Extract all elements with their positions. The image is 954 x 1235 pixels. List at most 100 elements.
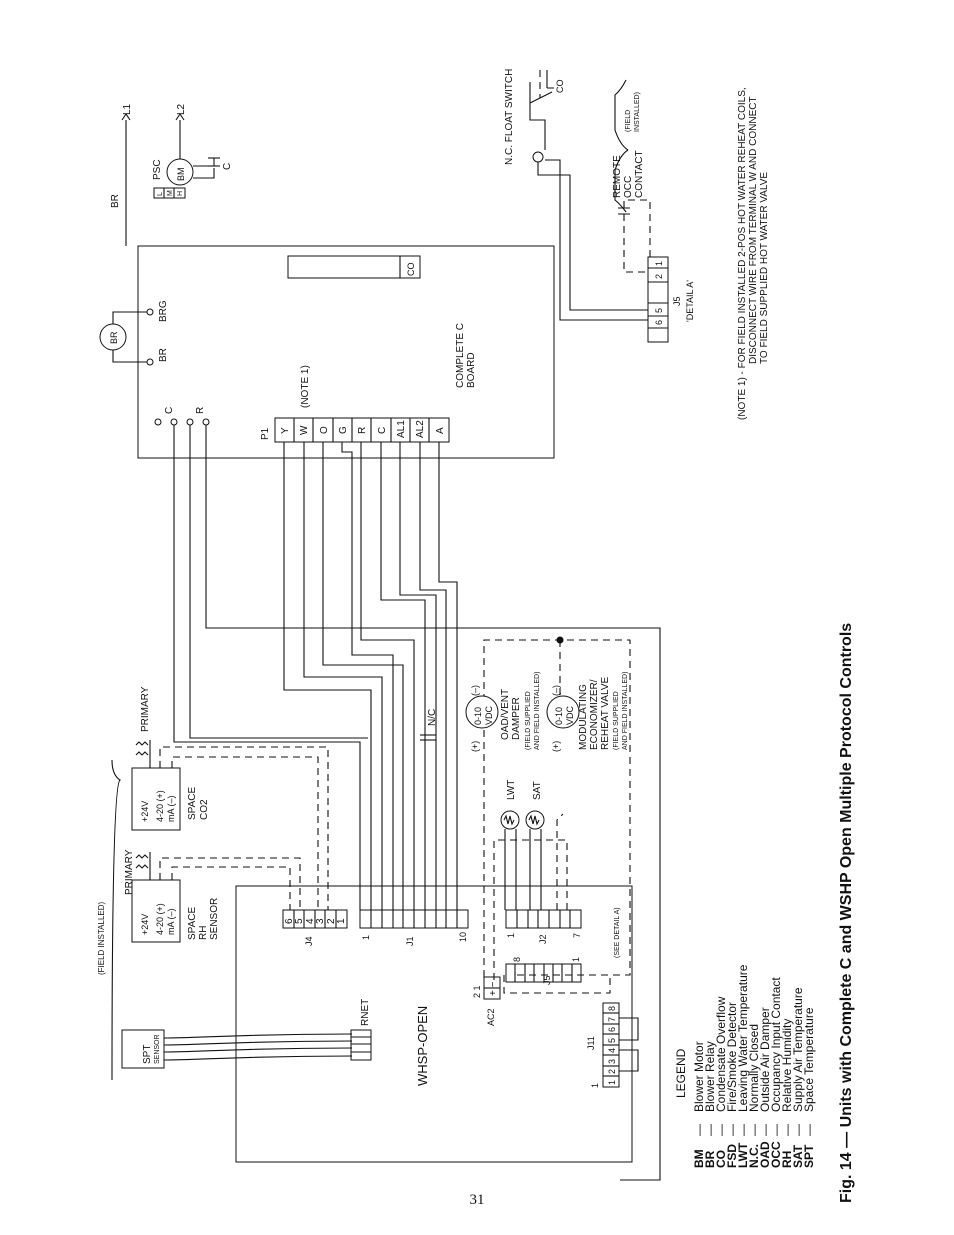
j4-pin-5: 5: [294, 918, 305, 924]
legend-item: BR — Blower Relay: [703, 1041, 717, 1168]
remote-occ-contact: REMOTE OCC CONTACT (FIELD INSTALLED): [612, 79, 651, 273]
p1-terminal-o: O: [319, 426, 330, 434]
j2-connector: 1 7 J2: [505, 909, 582, 944]
legend-item: OCC — Occupancy Input Contact: [769, 977, 783, 1168]
j4-label: J4: [304, 936, 314, 946]
lwt-sensor: LWT: [500, 780, 520, 910]
mod-line4: (FIELD SUPPLIED: [613, 691, 620, 750]
j11-pin-2: 2: [607, 1069, 617, 1074]
float-switch-label: N.C. FLOAT SWITCH: [504, 69, 515, 165]
mod-plus: (+): [551, 741, 561, 752]
spt-label: SPT: [142, 1045, 153, 1064]
j11-pin-8: 8: [607, 1006, 617, 1011]
legend-dash: —: [791, 1124, 805, 1136]
legend-abbr: OCC: [769, 1141, 783, 1168]
legend-desc: Relative Humidity: [780, 1019, 794, 1112]
legend-desc: Fire/Smoke Detector: [725, 1002, 739, 1112]
p1-terminal-r: R: [357, 427, 368, 434]
mod-line5: AND FIELD INSTALLED): [622, 672, 629, 750]
co-connector: [287, 255, 421, 279]
p1-j1-wires: [283, 442, 458, 910]
p1-terminal-w: W: [299, 425, 310, 435]
legend-dash: —: [758, 1124, 772, 1136]
p1-terminal-strip: Y W O G R C AL1 AL2 A P1: [260, 417, 450, 443]
field-installed-brace: [111, 759, 122, 1081]
contact-label: CONTACT: [634, 150, 645, 198]
j1-first-pin: 1: [361, 935, 371, 940]
l2-label: L2: [176, 103, 187, 115]
j11-pin-6: 6: [607, 1027, 617, 1032]
legend-item: RH — Relative Humidity: [780, 1019, 794, 1168]
float-switch: N.C. FLOAT SWITCH CO: [504, 69, 600, 321]
legend-item: SPT — Space Temperature: [802, 1007, 816, 1168]
j5-detail-pin-6: 6: [654, 320, 664, 325]
terminal-c-label: C: [164, 407, 175, 414]
oad-line2: DAMPER: [511, 697, 522, 740]
mod-line3: REHEAT VALVE: [600, 676, 611, 750]
legend-abbr: OAD: [758, 1141, 772, 1168]
oad-minus: (–): [470, 685, 480, 696]
oad-line3: (FIELD SUPPLIED: [525, 691, 532, 750]
co2-sensor: +24V 4-20 (+) mA (–) SPACE CO2 PRIMARY: [131, 686, 210, 831]
j5-label: J5: [542, 975, 552, 985]
br-relay-label: BR: [109, 331, 119, 344]
p1-terminal-y: Y: [280, 427, 291, 434]
j5-first-pin: 8: [512, 957, 522, 962]
note1-ref: (NOTE 1): [300, 365, 311, 408]
spt-sensor: SPT SENSOR: [121, 1029, 353, 1069]
motor-h: H: [177, 191, 184, 196]
j1-connector: 1 10 J1: [359, 909, 469, 946]
j11-pin-3: 3: [607, 1059, 617, 1064]
co2-name2: CO2: [199, 799, 210, 820]
motor-m: M: [167, 190, 174, 196]
legend-abbr: RH: [780, 1151, 794, 1168]
legend-abbr: BM: [692, 1149, 706, 1168]
oad-plus: (+): [470, 741, 480, 752]
j5-detail-pin-1: 1: [654, 261, 664, 266]
legend-abbr: BR: [703, 1150, 717, 1168]
br-wire-label: BR: [110, 194, 121, 208]
field-installed-label: (FIELD INSTALLED): [97, 901, 106, 975]
p1-terminal-al2: AL2: [415, 420, 426, 438]
j11-pin-7: 7: [607, 1017, 617, 1022]
legend-dash: —: [725, 1124, 739, 1136]
p1-terminal-g: G: [338, 426, 349, 434]
legend-desc: Occupancy Input Contact: [769, 977, 783, 1112]
rh-sensor: +24V 4-20 (+) mA (–) SPACE RH SENSOR PRI…: [124, 849, 220, 943]
legend-desc: Space Temperature: [802, 1007, 816, 1112]
j4-pin-3: 3: [315, 918, 326, 924]
legend-item: FSD — Fire/Smoke Detector: [725, 1002, 739, 1168]
bm-label: BM: [176, 168, 186, 182]
rh-name3: SENSOR: [209, 898, 220, 940]
br-left-label: BR: [158, 348, 169, 362]
whsp-open-board: [235, 885, 633, 1163]
mod-line1: MODULATING: [578, 684, 589, 750]
ac2-pins: 2 1: [472, 985, 482, 998]
l1-label: L1: [122, 103, 133, 115]
rnet-connector: RNET: [350, 999, 372, 1061]
legend-abbr: SAT: [791, 1144, 805, 1168]
complete-c-line2: BOARD: [466, 352, 477, 388]
legend-abbr: SPT: [802, 1144, 816, 1168]
legend-desc: Leaving Water Temperature: [736, 964, 750, 1112]
modulating-economizer: 0-10 VDC (+) (–) MODULATING ECONOMIZER/ …: [546, 672, 629, 752]
note-line1: (NOTE 1) - FOR FIELD INSTALLED 2-POS HOT…: [737, 87, 748, 420]
j5-detail-pin-2: 2: [654, 274, 664, 279]
remote-label: REMOTE: [612, 155, 623, 198]
terminal-r-label: R: [195, 407, 206, 414]
j4-pin-6: 6: [284, 918, 295, 924]
oad-unit: VDC: [484, 705, 494, 725]
legend-abbr: LWT: [736, 1142, 750, 1168]
rh-ma2: mA (–): [166, 908, 176, 935]
oad-line1: OAD/VENT: [500, 689, 511, 740]
spt-sub-label: SENSOR: [154, 1034, 161, 1064]
page-number: 31: [469, 1192, 485, 1208]
legend-dash: —: [780, 1124, 794, 1136]
legend-abbr: CO: [714, 1150, 728, 1168]
mod-line2: ECONOMIZER/: [589, 679, 600, 750]
field-installed-1: (FIELD: [625, 110, 632, 132]
j5-detail-connector: 6 5 2 1 J5 'DETAIL A': [647, 256, 695, 343]
co2-primary: PRIMARY: [140, 686, 151, 732]
legend-desc: Supply Air Temperature: [791, 987, 805, 1112]
